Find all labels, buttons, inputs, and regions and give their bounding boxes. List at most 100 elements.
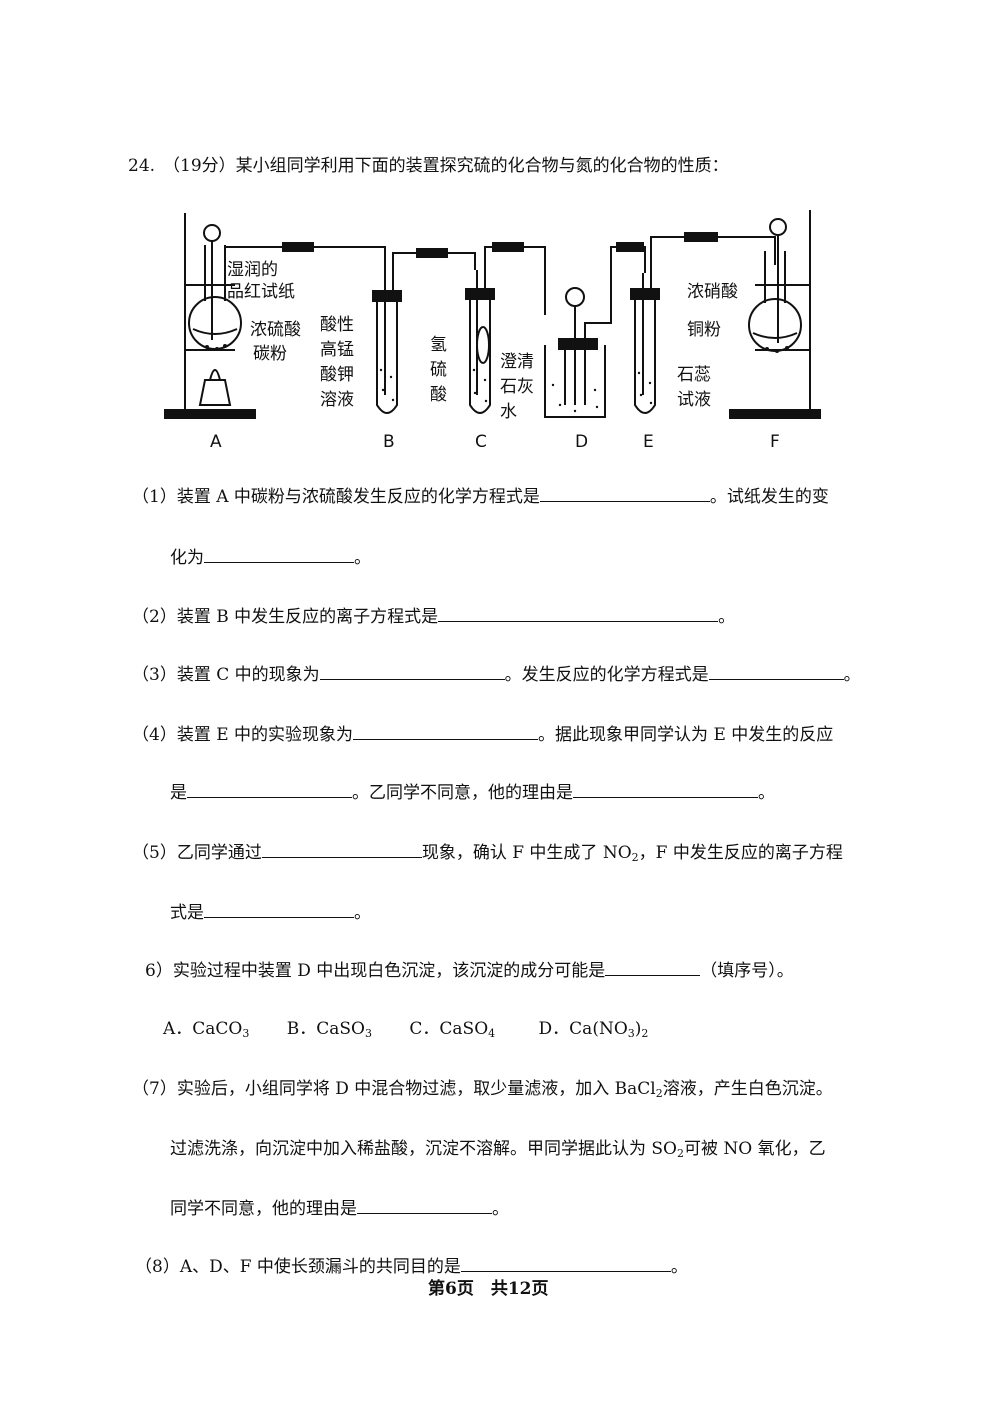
- part-8-text-b: 。: [670, 1257, 688, 1277]
- part-7-text-d: 。: [492, 1199, 509, 1219]
- part-3-line: （3）装置 C 中的现象为。发生反应的化学方程式是。: [132, 665, 861, 684]
- answer-blank-3b[interactable]: [708, 665, 844, 680]
- funnel-d: [565, 287, 585, 307]
- part-8-line: （8）A、D、F 中使长颈漏斗的共同目的是 。: [135, 1257, 688, 1276]
- part-1-text-b: 。试纸发生的变: [709, 487, 829, 507]
- part-7-line-3: 同学不同意，他的理由是 。: [170, 1199, 509, 1218]
- label-e-1: 石蕊: [677, 365, 711, 385]
- option-a[interactable]: A．CaCO3: [163, 1019, 250, 1040]
- answer-blank-4c[interactable]: [573, 783, 758, 798]
- question-number: 24.: [128, 156, 156, 176]
- label-c-1: 氢: [430, 335, 447, 355]
- label-a-paper-1: 湿润的: [227, 260, 278, 280]
- beaker-d: [544, 345, 606, 418]
- part-4-text-a: （4）装置 E 中的实验现象为: [132, 725, 354, 745]
- part-2-text-a: （2）装置 B 中发生反应的离子方程式是: [132, 607, 439, 627]
- label-b-1: 酸性: [320, 315, 354, 335]
- part-1-text-c: 化为: [170, 548, 204, 568]
- label-e-2: 试液: [677, 390, 711, 410]
- part-6-text-b: （填序号）。: [700, 961, 794, 981]
- letter-e: E: [643, 432, 654, 452]
- stand-f-base: [729, 409, 821, 419]
- part-7-text-c: 同学不同意，他的理由是: [170, 1199, 357, 1219]
- label-c-3: 酸: [430, 385, 447, 405]
- part-5-line-1: （5）乙同学通过 现象，确认 F 中生成了 NO2，F 中发生反应的离子方程: [132, 843, 843, 864]
- option-d[interactable]: D．Ca(NO3)2: [538, 1019, 649, 1040]
- part-5-text-e: 。: [354, 903, 371, 923]
- question-header: （19分）某小组同学利用下面的装置探究硫的化合物与氮的化合物的性质：: [163, 156, 729, 176]
- option-c[interactable]: C．CaSO4: [409, 1019, 496, 1040]
- label-a-acid: 浓硫酸: [250, 320, 301, 340]
- part-5-line-2: 式是 。: [170, 903, 371, 922]
- label-b-2: 高锰: [320, 340, 354, 360]
- label-d-2: 石灰: [500, 377, 534, 397]
- apparatus-diagram: 湿润的 品红试纸 浓硫酸 碳粉 酸性 高锰 酸钾 溶液 氢 硫 酸 澄清 石灰 …: [164, 210, 821, 452]
- answer-blank-1b[interactable]: [204, 548, 354, 563]
- answer-blank-7[interactable]: [357, 1199, 492, 1214]
- part-5-text-a: （5）乙同学通过: [132, 843, 262, 863]
- part-5-text-c: ，F 中发生反应的离子方程: [638, 843, 843, 863]
- part-7-text-b2: 可被 NO 氧化，乙: [684, 1139, 826, 1159]
- funnel-a: [203, 224, 221, 242]
- test-tube-c: [469, 295, 491, 414]
- page-footer: 第6页 共12页: [428, 1279, 549, 1299]
- part-4-text-c: 是: [170, 783, 187, 803]
- letter-a: A: [210, 432, 222, 452]
- part-8-text-a: （8）A、D、F 中使长颈漏斗的共同目的是: [135, 1257, 461, 1277]
- flask-a: [188, 296, 242, 350]
- option-b[interactable]: B．CaSO3: [286, 1019, 372, 1040]
- flask-f: [748, 298, 802, 352]
- label-f-acid: 浓硝酸: [687, 282, 738, 302]
- part-5-sub: 2: [631, 851, 639, 864]
- part-1-line-2: 化为 。: [170, 548, 371, 567]
- test-tube-e: [634, 295, 656, 414]
- part-6-text-a: 6）实验过程中装置 D 中出现白色沉淀，该沉淀的成分可能是: [145, 961, 606, 981]
- part-1-text-d: 。: [354, 548, 371, 568]
- part-7-text-a: （7）实验后，小组同学将 D 中混合物过滤，取少量滤液，加入 BaCl: [132, 1079, 656, 1099]
- answer-blank-5a[interactable]: [261, 843, 422, 858]
- part-4-line-1: （4）装置 E 中的实验现象为 。据此现象甲同学认为 E 中发生的反应: [132, 725, 833, 744]
- part-4-line-2: 是 。乙同学不同意，他的理由是 。: [170, 783, 775, 802]
- label-a-carbon: 碳粉: [253, 344, 287, 364]
- test-tube-b: [376, 297, 398, 414]
- answer-blank-1a[interactable]: [539, 487, 710, 502]
- letter-d: D: [575, 432, 588, 452]
- letter-b: B: [383, 432, 395, 452]
- part-4-text-b: 。据此现象甲同学认为 E 中发生的反应: [538, 725, 834, 745]
- part-2-text-b: 。: [718, 607, 736, 627]
- label-c-2: 硫: [430, 360, 447, 380]
- answer-blank-6[interactable]: [605, 961, 701, 976]
- funnel-f: [769, 218, 787, 236]
- part-3-text-a: （3）装置 C 中的现象为: [132, 665, 320, 685]
- label-b-4: 溶液: [320, 390, 354, 410]
- answer-blank-4b[interactable]: [187, 783, 352, 798]
- part-5-text-b: 现象，确认 F 中生成了 NO: [421, 843, 632, 863]
- answer-blank-2[interactable]: [438, 607, 719, 622]
- burner-a: [198, 379, 232, 406]
- label-a-paper-2: 品红试纸: [227, 282, 295, 302]
- answer-blank-3a[interactable]: [319, 665, 505, 680]
- part-7-text-b: 过滤洗涤，向沉淀中加入稀盐酸，沉淀不溶解。甲同学据此认为 SO: [170, 1139, 677, 1159]
- part-4-text-d: 。乙同学不同意，他的理由是: [352, 783, 573, 803]
- answer-blank-5b[interactable]: [204, 903, 354, 918]
- part-7-sub-b: 2: [677, 1147, 684, 1160]
- letter-f: F: [770, 432, 780, 452]
- part-7-sub-a: 2: [655, 1087, 663, 1100]
- letter-c: C: [475, 432, 487, 452]
- part-5-text-d: 式是: [170, 903, 204, 923]
- label-b-3: 酸钾: [320, 365, 354, 385]
- part-6-line: 6）实验过程中装置 D 中出现白色沉淀，该沉淀的成分可能是 （填序号）。: [145, 961, 794, 980]
- part-7-line-1: （7）实验后，小组同学将 D 中混合物过滤，取少量滤液，加入 BaCl2溶液，产…: [132, 1079, 833, 1100]
- part-2-line: （2）装置 B 中发生反应的离子方程式是 。: [132, 607, 735, 626]
- part-4-text-e: 。: [758, 783, 775, 803]
- label-d-1: 澄清: [500, 352, 534, 372]
- part-3-text-b: 。发生反应的化学方程式是: [504, 665, 709, 685]
- part-1-line-1: （1）装置 A 中碳粉与浓硫酸发生反应的化学方程式是 。试纸发生的变: [132, 487, 829, 506]
- answer-blank-8[interactable]: [460, 1257, 671, 1272]
- part-7-line-2: 过滤洗涤，向沉淀中加入稀盐酸，沉淀不溶解。甲同学据此认为 SO2可被 NO 氧化…: [170, 1139, 826, 1160]
- answer-blank-4a[interactable]: [353, 725, 539, 740]
- label-d-3: 水: [500, 402, 517, 422]
- part-1-text-a: （1）装置 A 中碳粉与浓硫酸发生反应的化学方程式是: [132, 487, 540, 507]
- stand-a-base: [164, 409, 256, 419]
